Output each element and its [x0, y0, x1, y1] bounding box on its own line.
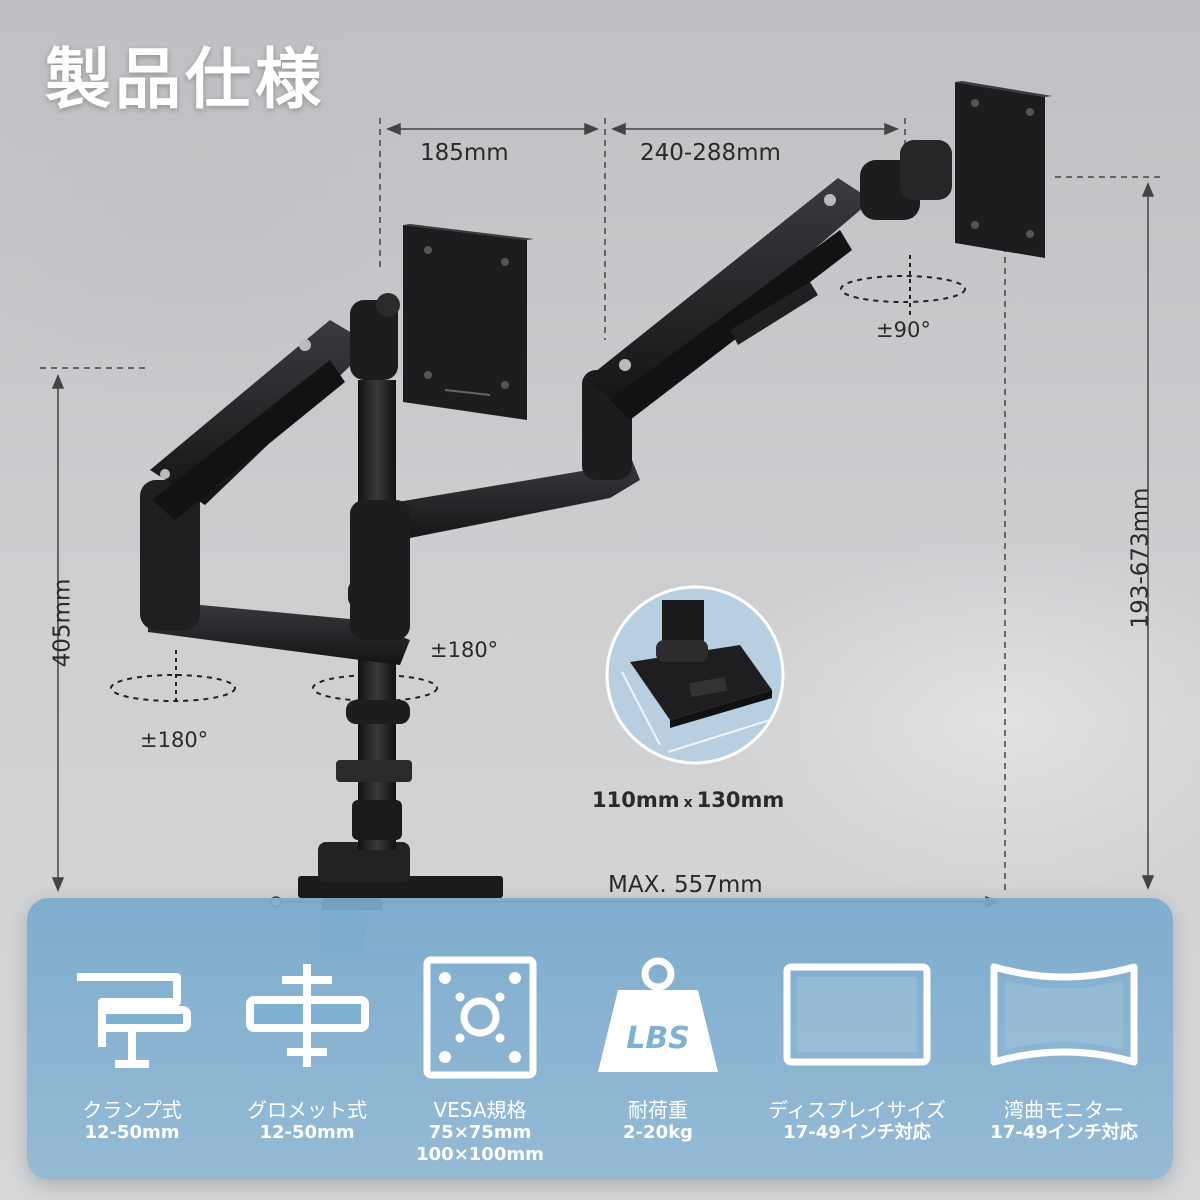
spec-clamp-label: クランプ式 — [82, 1098, 182, 1122]
base-detail-inset — [605, 585, 785, 765]
spec-grommet-label: グロメット式 — [247, 1098, 367, 1122]
grommet-icon — [246, 964, 369, 1067]
spec-display-size-label: ディスプレイサイズ — [768, 1098, 946, 1122]
right-lower-arm — [350, 455, 640, 545]
spec-clamp-value: 12-50mm — [84, 1122, 180, 1143]
left-lower-arm — [148, 600, 410, 665]
spec-display-size: ディスプレイサイズ 17-49インチ対応 — [757, 898, 957, 1180]
spec-curved-monitor-label: 湾曲モニター — [1004, 1098, 1124, 1122]
spec-vesa-label: VESA規格 — [433, 1098, 527, 1122]
spec-clamp: クランプ式 12-50mm — [47, 898, 217, 1180]
arm-length-dimension-label: 240-288mm — [640, 140, 781, 166]
page-title: 製品仕様 — [45, 41, 325, 118]
pole-height-dimension-label: 405mm — [49, 578, 76, 668]
vesa-icon — [423, 956, 537, 1079]
gap-dimension-label: 185mm — [420, 140, 509, 166]
weight-icon-text: LBS — [626, 1021, 690, 1056]
spec-grommet-value: 12-50mm — [259, 1122, 355, 1143]
center-arm-rotation-label: ±180° — [430, 638, 499, 662]
rotation-indicators — [110, 255, 966, 705]
spec-weight-value: 2-20kg — [623, 1122, 693, 1143]
spec-weight-label: 耐荷重 — [628, 1098, 688, 1122]
clamp-icon — [77, 973, 191, 1068]
spec-weight: LBS 耐荷重 2-20kg — [573, 898, 743, 1180]
right-upper-arm — [585, 178, 872, 410]
left-vesa-plate — [403, 224, 534, 420]
spec-panel: クランプ式 12-50mm グロメット式 12-50mm — [27, 898, 1173, 1180]
height-range-dimension-label: 193-673mm — [1127, 487, 1154, 629]
weight-icon: LBS — [598, 957, 718, 1072]
spec-grommet: グロメット式 12-50mm — [222, 898, 392, 1180]
monitor-rotation-label: ±90° — [876, 318, 931, 342]
curved-monitor-icon — [990, 963, 1138, 1066]
max-reach-dimension-label: MAX. 557mm — [608, 872, 763, 898]
spec-curved-monitor-value: 17-49インチ対応 — [990, 1122, 1138, 1143]
right-vesa-plate — [955, 81, 1052, 258]
spec-curved-monitor: 湾曲モニター 17-49インチ対応 — [969, 898, 1159, 1180]
flat-monitor-icon — [783, 963, 931, 1066]
spec-display-size-value: 17-49インチ対応 — [783, 1122, 931, 1143]
left-arm-rotation-label: ±180° — [140, 728, 209, 752]
